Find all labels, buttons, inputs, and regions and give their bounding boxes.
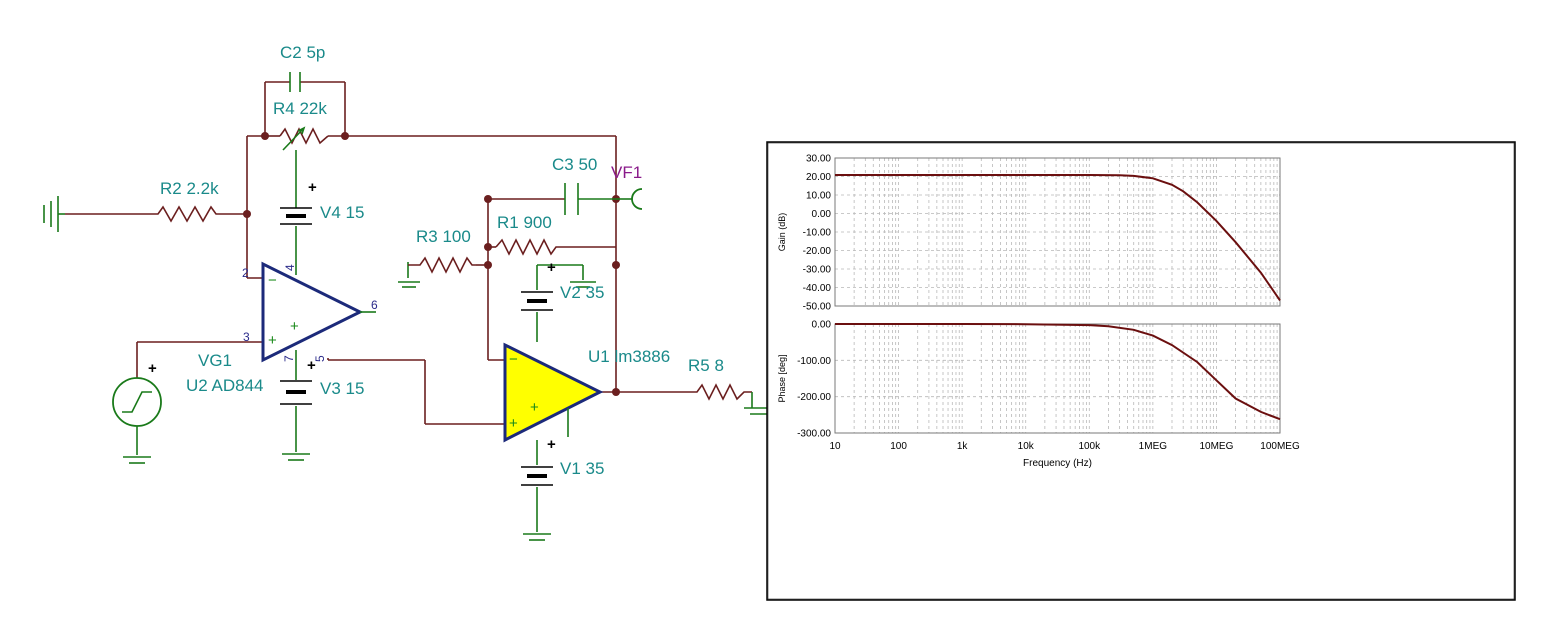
pin-3: 3 [243,330,250,344]
resistor-r2 [150,205,230,223]
x-axis-title: Frequency (Hz) [1023,458,1092,469]
y-tick-label: -100.00 [797,356,831,367]
label-v4: V4 15 [320,203,364,222]
x-tick-label: 10k [1018,441,1035,452]
label-r5: R5 8 [688,356,724,375]
u2-minus-sign: − [268,272,277,289]
u1-plus-sign: + [509,415,518,432]
y-tick-label: -20.00 [803,246,832,257]
resistor-r3 [398,256,476,288]
phase-axis-title: Phase [deg] [777,354,787,402]
x-tick-label: 100 [890,441,907,452]
capacitor-c3 [564,183,616,215]
junction-dots [243,132,620,396]
opamp-u1 [503,342,604,443]
phase-curve [835,323,1281,421]
signal-generator-vg1 [112,377,162,464]
wires [65,81,683,425]
label-v1: V1 35 [560,459,604,478]
y-tick-label: -40.00 [803,283,832,294]
pin-6: 6 [371,298,378,312]
y-tick-label: 30.00 [806,154,831,165]
x-tick-label: 10 [829,441,841,452]
u2-inner-plus-sign: + [290,318,299,335]
phase-plot: 0.00 -100.00 -200.00 -300.00 Phase [deg] [777,320,1281,440]
pin-4: 4 [283,264,297,271]
y-tick-label: -10.00 [803,228,832,239]
y-tick-label: 0.00 [812,209,832,220]
v1-plus-sign: + [547,436,556,453]
label-v3: V3 15 [320,379,364,398]
battery-v3 [280,380,312,461]
y-tick-label: -300.00 [797,429,831,440]
ground-symbol-input [43,196,65,232]
label-r2: R2 2.2k [160,179,219,198]
v4-plus-sign: + [308,179,317,196]
battery-v4 [280,150,312,265]
resistor-r1 [495,238,566,256]
label-c2: C2 5p [280,43,325,62]
y-tick-label: 0.00 [812,320,832,331]
x-tick-label: 100k [1078,441,1101,452]
label-u2: U2 AD844 [186,376,264,395]
resistor-r4 [279,126,329,151]
voltage-probe-vf1 [616,188,643,210]
battery-v1 [521,440,553,541]
pin-5: 5 [313,355,327,362]
label-c3: C3 50 [552,155,597,174]
label-vf1: VF1 [611,163,642,182]
pin-numbers: 2 3 4 6 7 5 [242,264,378,362]
component-labels: C2 5p R4 22k R2 2.2k V4 15 C3 50 VF1 R1 … [160,43,724,478]
resistor-r5 [683,383,768,415]
u2-plus-sign: + [268,332,277,349]
u1-minus-sign: − [509,351,518,368]
v2-plus-sign: + [547,259,556,276]
y-tick-label: -50.00 [803,302,832,313]
polarity-marks: − + + − + + + + + + + [148,179,556,453]
pin-2: 2 [242,266,249,280]
gain-curve [835,174,1281,301]
capacitor-c2 [289,72,301,92]
battery-v2 [521,264,596,342]
label-v2: V2 35 [560,283,604,302]
y-tick-label: -30.00 [803,265,832,276]
label-u1: U1 lm3886 [588,347,670,366]
y-tick-label: 20.00 [806,172,831,183]
u1-inner-plus-sign: + [530,399,539,416]
y-tick-label: -200.00 [797,392,831,403]
y-tick-label: 10.00 [806,191,831,202]
frequency-axis: 10 100 1k 10k 100k 1MEG 10MEG 100MEG Frequency (… [829,441,1300,469]
v3-plus-sign: + [307,357,316,374]
bode-plot-panel [766,141,1516,601]
label-vg1: VG1 [198,351,232,370]
label-r1: R1 900 [497,213,552,232]
x-tick-label: 1k [957,441,969,452]
plot-frame [834,157,1281,307]
x-tick-label: 100MEG [1260,441,1300,452]
x-tick-label: 1MEG [1139,441,1168,452]
pin-7: 7 [282,355,296,362]
gain-axis-title: Gain (dB) [777,213,787,252]
vg1-plus-sign: + [148,360,157,377]
label-r4: R4 22k [273,99,327,118]
x-tick-label: 10MEG [1199,441,1233,452]
gain-plot: 30.00 20.00 10.00 0.00 -10.00 -20.00 -30.00 -40… [777,154,1281,313]
opamp-u2 [261,261,376,380]
label-r3: R3 100 [416,227,471,246]
